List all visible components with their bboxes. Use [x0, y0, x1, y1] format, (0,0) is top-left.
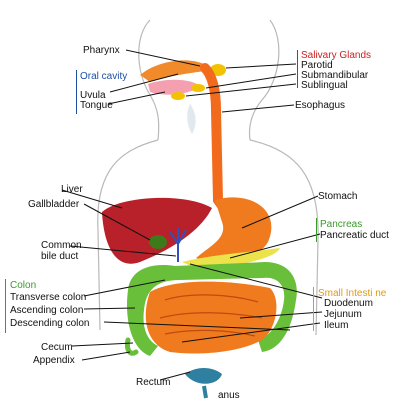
rectum-tube: [202, 385, 208, 399]
jejunum-label: Jejunum: [324, 309, 362, 320]
submandibular-gland: [191, 84, 205, 92]
pancreas-shape: [182, 248, 280, 270]
anus-label: anus: [218, 390, 240, 401]
submandibular-label: Submandibular: [301, 70, 369, 81]
liver-label: Liver: [61, 184, 83, 195]
small-intestine-coils: [145, 281, 277, 354]
pancreatic-duct-label: Pancreatic duct: [320, 230, 389, 241]
pancreas-label: Pancreas: [320, 219, 363, 230]
appendix-shape: [125, 337, 139, 356]
stomach-label: Stomach: [318, 191, 358, 202]
ascending-colon-label: Ascending colon: [10, 305, 84, 316]
colon-bracket: [5, 279, 6, 333]
descending-colon-label: Descending colon: [10, 318, 90, 329]
uvula-shape: [187, 104, 196, 134]
common-bile-duct-label-line1: Common: [41, 240, 82, 251]
cecum-label: Cecum: [41, 342, 73, 353]
pancreas-bracket: [316, 218, 317, 242]
palate-shape: [140, 60, 212, 82]
appendix-label: Appendix: [33, 355, 75, 366]
gallbladder-label: Gallbladder: [28, 199, 80, 210]
pharynx-label: Pharynx: [83, 45, 120, 56]
small-intestine-bracket: [313, 287, 314, 331]
oral-cavity-label: Oral cavity: [80, 71, 128, 82]
esophagus-label: Esophagus: [295, 100, 346, 111]
tongue-label: Tongue: [80, 100, 113, 111]
leader-lines: [61, 49, 323, 381]
colon-label: Colon: [10, 280, 37, 291]
common-bile-duct-label-line2: bile duct: [41, 251, 79, 262]
rectum-shape: [185, 368, 222, 384]
rectum-label: Rectum: [136, 377, 171, 388]
large-intestine-shape: [126, 262, 297, 356]
sublingual-gland: [171, 92, 185, 100]
ileum-label: Ileum: [324, 320, 349, 331]
uvula-label: Uvula: [80, 90, 106, 101]
parotid-label: Parotid: [301, 60, 333, 71]
tongue-shape: [148, 79, 200, 95]
stomach-shape: [196, 197, 272, 263]
gallbladder-shape: [149, 235, 167, 249]
esophagus-tube: [200, 63, 230, 215]
salivary-bracket: [297, 50, 298, 88]
duodenum-label: Duodenum: [324, 298, 373, 309]
bile-duct-path: [169, 228, 187, 262]
oral-cavity-bracket: [76, 70, 77, 114]
salivary-glands-label: Salivary Glands: [301, 50, 372, 61]
small-intestine-label: Small Intesti ne: [318, 288, 387, 299]
liver-shape: [102, 197, 212, 264]
sublingual-label: Sublingual: [301, 80, 348, 91]
transverse-colon-label: Transverse colon: [10, 292, 87, 303]
